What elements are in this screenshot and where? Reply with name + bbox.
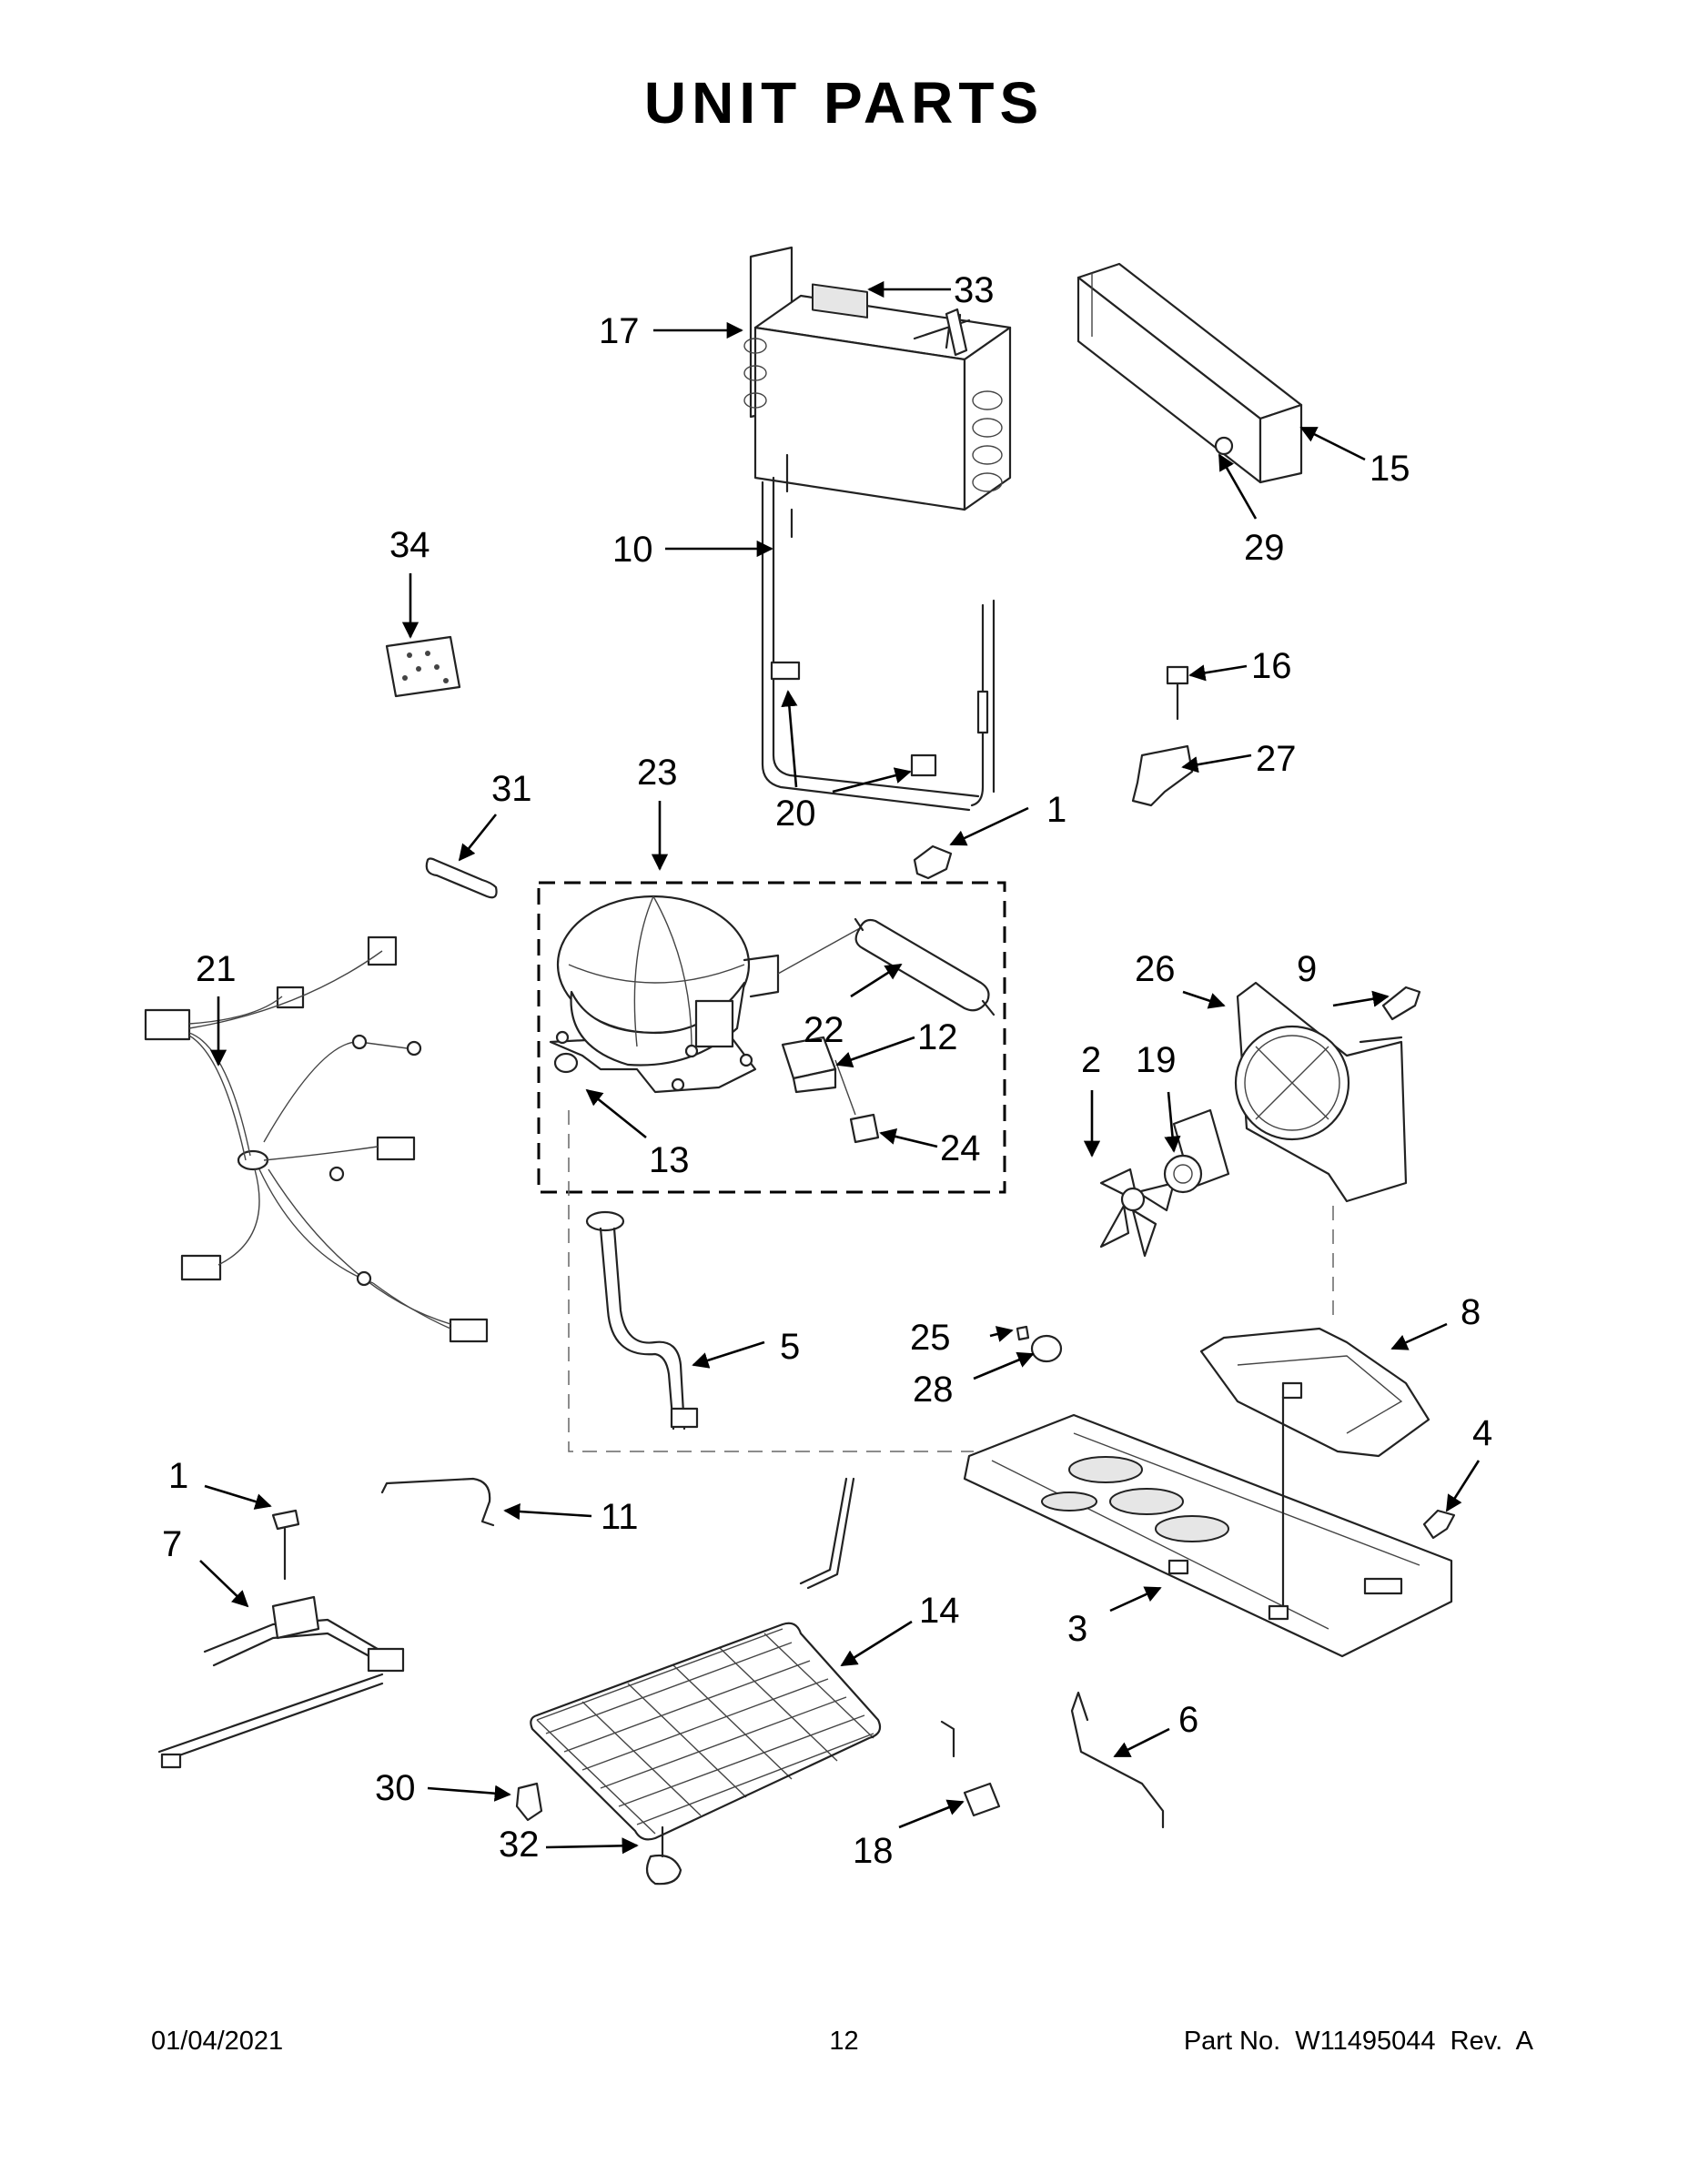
fan-motor-part [1163,1108,1230,1194]
wire-harness-part [144,935,489,1343]
evaporator-part [530,1477,955,1841]
callout-34: 34 [389,525,430,565]
callout-26: 26 [1135,949,1176,989]
callout-27: 27 [1256,739,1297,779]
heater-harness-part [157,1595,405,1769]
tube-part-18 [963,1782,1001,1817]
callout-16: 16 [1251,646,1292,686]
callout-21: 21 [196,949,237,989]
footer-page-number: 12 [829,2027,859,2056]
screw-part-1b [271,1509,300,1581]
grommet-part [1016,1325,1063,1363]
footer-date: 01/04/2021 [151,2027,284,2056]
callout-1-top: 1 [1046,790,1066,830]
bolt-part [913,844,953,880]
callout-1-lower: 1 [168,1456,188,1496]
callout-5: 5 [780,1327,800,1367]
callout-32: 32 [499,1825,540,1865]
tube-part [585,1210,699,1431]
callout-29: 29 [1244,528,1285,568]
callout-2: 2 [1081,1040,1101,1080]
drain-part [645,1825,682,1886]
callout-9: 9 [1297,949,1317,989]
wire-part [380,1477,495,1527]
callout-22: 22 [804,1010,844,1050]
gasket-part [425,857,498,899]
condenser-part [743,246,1012,511]
compressor-part [549,895,861,1094]
callout-7: 7 [162,1524,182,1564]
callout-17: 17 [599,311,640,351]
callout-19: 19 [1136,1040,1177,1080]
callout-24: 24 [940,1128,981,1168]
control-board-part [385,635,461,698]
callout-13: 13 [649,1140,690,1180]
callout-30: 30 [375,1768,416,1808]
callout-10: 10 [612,530,653,570]
callout-11: 11 [601,1497,639,1537]
callout-3: 3 [1067,1609,1087,1649]
footer-part-number: Part No. W11495044 Rev. A [1183,2027,1533,2056]
callout-6: 6 [1178,1700,1198,1740]
screw-part [1381,986,1421,1021]
screw-bracket-part [1131,665,1194,807]
drier-tubing-part [761,453,996,812]
callout-8: 8 [1461,1292,1481,1332]
page-title: UNIT PARTS [643,70,1045,136]
compressor-assembly-box [537,881,1006,1194]
callout-4: 4 [1472,1413,1492,1453]
callout-23: 23 [637,753,678,793]
assembly-guide-line [568,1110,974,1452]
callout-12: 12 [917,1017,958,1057]
base-plate-part [963,1395,1453,1658]
callout-28: 28 [913,1370,954,1410]
callout-15: 15 [1370,449,1410,489]
callout-arrows [199,280,1481,1855]
callout-20: 20 [775,794,816,834]
screw-part-4 [1422,1509,1456,1540]
clip-part [515,1782,543,1822]
callout-18: 18 [853,1831,894,1871]
shroud-part [1076,262,1303,484]
fan-bracket-part [1234,981,1408,1203]
callout-labels: 33 17 15 29 10 34 16 27 20 1 31 23 21 22… [162,270,1492,1871]
callout-33: 33 [954,270,995,310]
callout-25: 25 [910,1318,951,1358]
relay-part [781,1036,880,1144]
bracket-part [1199,1327,1430,1458]
fan-blade-part [1099,1168,1176,1258]
callout-31: 31 [491,769,532,809]
drier-part [854,917,996,1016]
callout-14: 14 [919,1591,960,1631]
wire-part-6 [1070,1691,1165,1829]
